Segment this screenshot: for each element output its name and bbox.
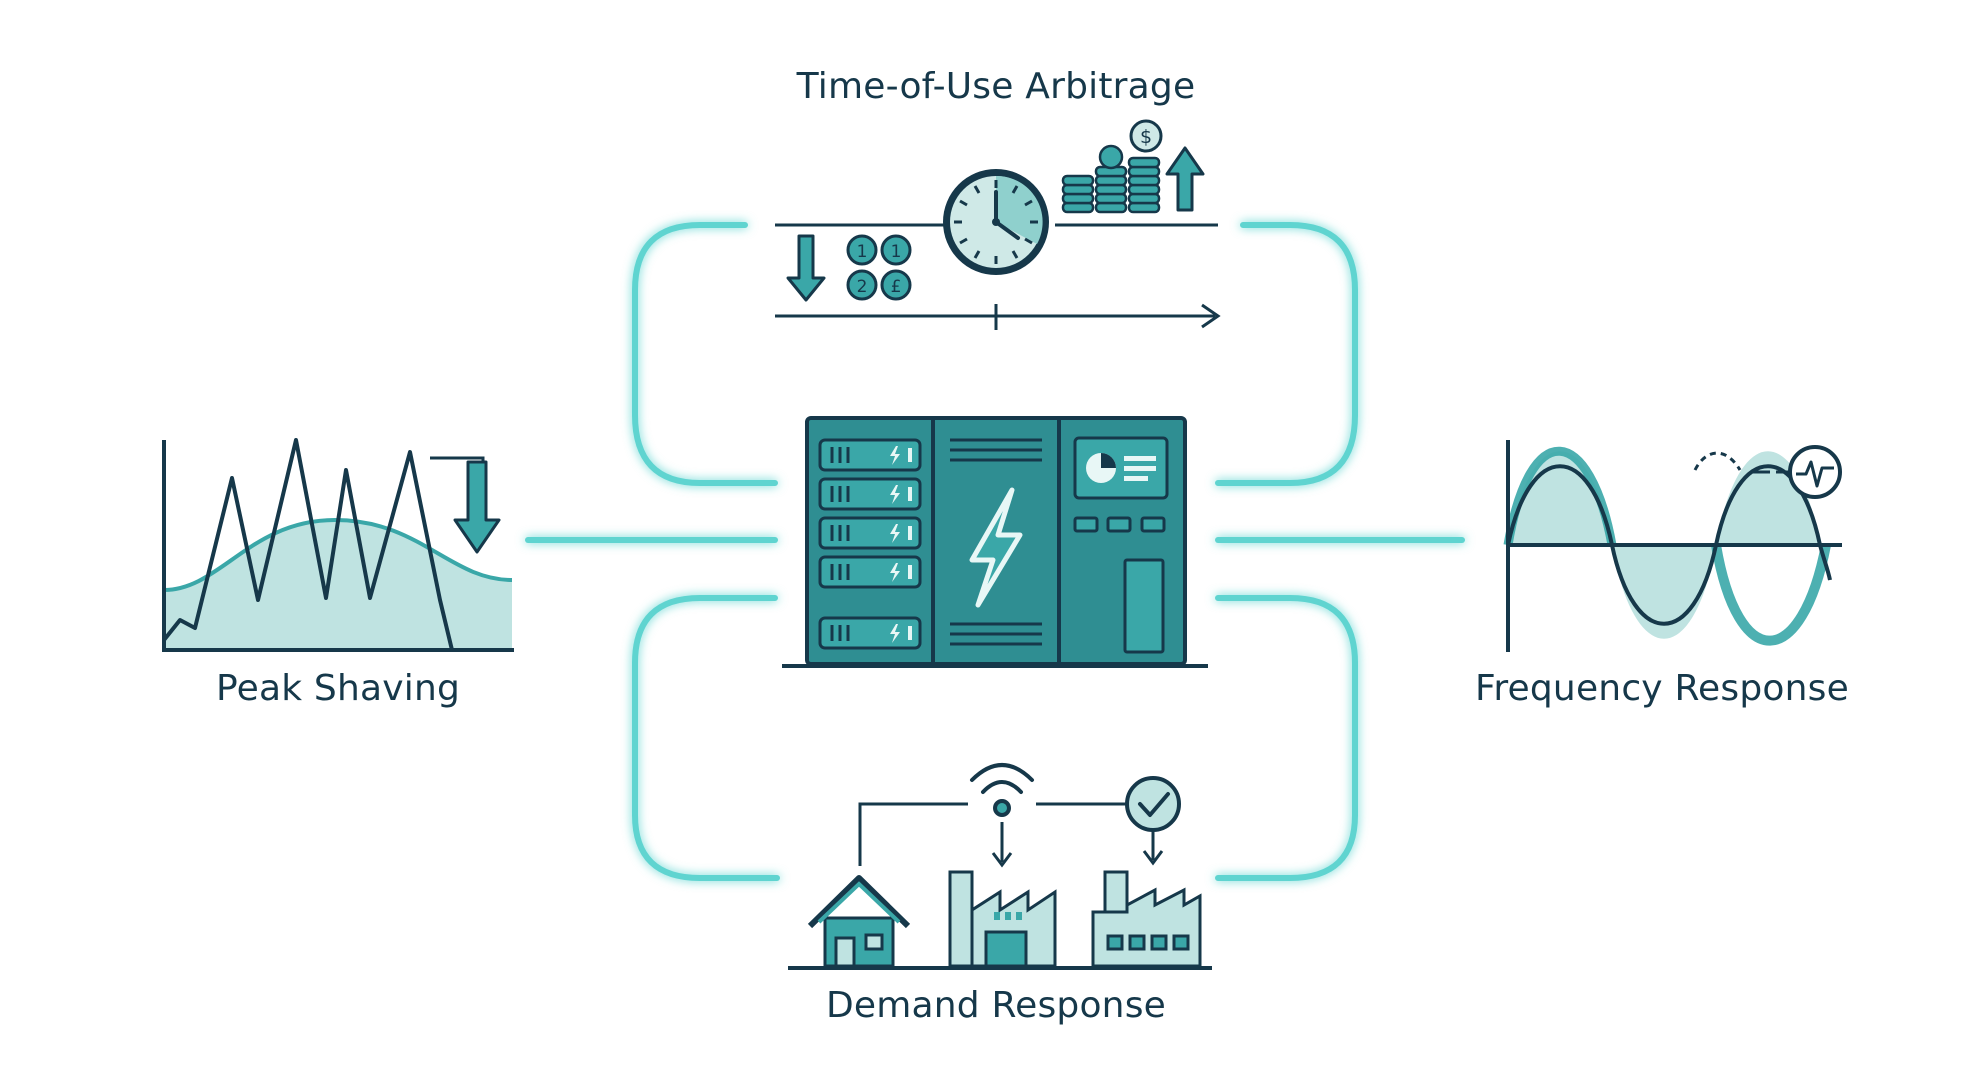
lightning-icon: [969, 487, 1023, 608]
clock-icon: [943, 169, 1049, 275]
connector-top-left: [632, 222, 778, 486]
coins-icon: 1 1 2 £: [846, 234, 912, 301]
dollar-coin-icon: $: [1129, 119, 1163, 153]
demand-response-graphic: [788, 763, 1212, 970]
frequency-response-label: Frequency Response: [1475, 668, 1849, 709]
battery-module-icon: [818, 438, 922, 650]
arrow-down-icon: [453, 460, 501, 554]
control-screen-icon: [1073, 436, 1169, 500]
connector-bottom-left: [632, 595, 780, 881]
arrow-up-icon: [1165, 146, 1205, 212]
factory-icon: [948, 870, 1057, 968]
dollar-sign: $: [1140, 126, 1152, 148]
check-circle-icon: [1125, 776, 1181, 832]
time-of-use-label: Time-of-Use Arbitrage: [796, 66, 1196, 107]
coin-label: £: [891, 277, 902, 297]
coin-stack-icon: [1061, 144, 1161, 214]
arrow-down-icon: [786, 234, 826, 302]
coin-label: 1: [891, 242, 902, 262]
pulse-icon: [1788, 445, 1842, 499]
connector-lines: [525, 222, 1465, 881]
connector-top-right: [1215, 222, 1358, 486]
peak-shaving-label: Peak Shaving: [215, 668, 461, 709]
demand-response-label: Demand Response: [825, 985, 1167, 1026]
battery-cabinet: [782, 416, 1208, 668]
time-of-use-graphic: 1 1 2 £ $: [775, 119, 1221, 330]
coin-label: 1: [857, 242, 868, 262]
factory-icon: [1091, 870, 1202, 968]
connector-bottom-right: [1215, 595, 1358, 881]
load-curve-icon: [162, 438, 514, 652]
sine-wave-icon: [1503, 440, 1842, 652]
coin-label: 2: [857, 277, 868, 297]
house-icon: [807, 875, 911, 968]
wifi-signal-icon: [970, 763, 1034, 817]
